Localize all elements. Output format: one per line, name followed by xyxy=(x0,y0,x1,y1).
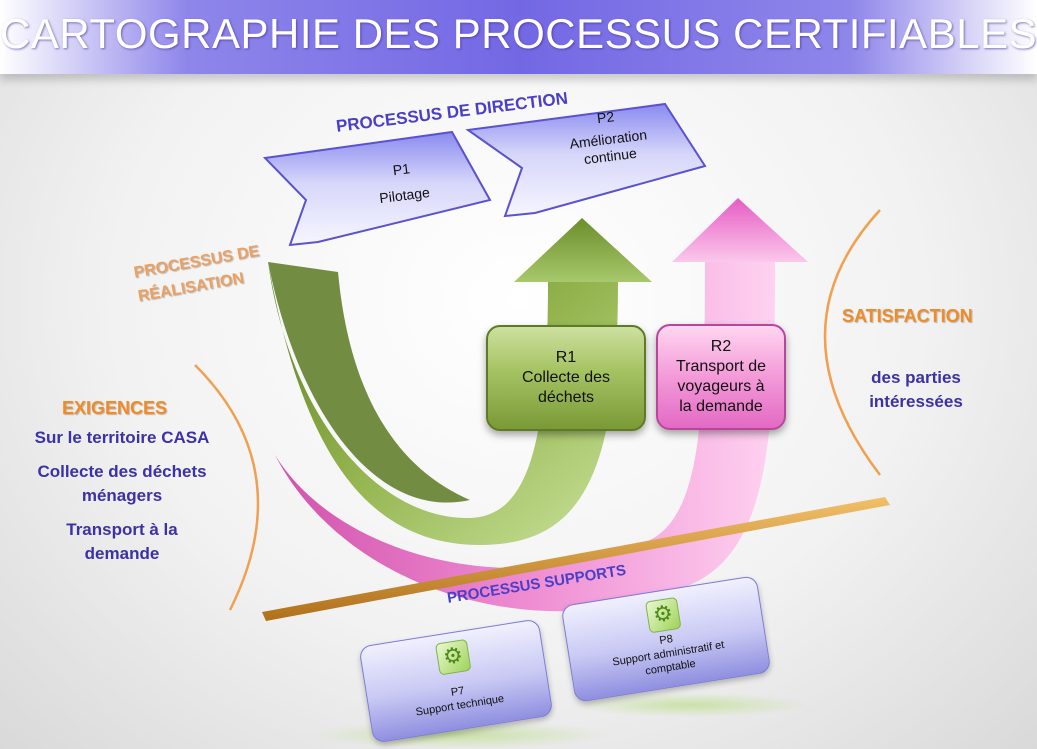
support-bar xyxy=(262,497,890,621)
r2-name-line3: la demande xyxy=(679,398,763,415)
r1-box: R1 Collecte des déchets xyxy=(486,325,646,431)
exigences-heading: EXIGENCES xyxy=(62,398,168,418)
r2-name-line2: voyageurs à xyxy=(677,378,765,395)
exigences-arc xyxy=(194,364,260,611)
satisfaction-line2: intéressées xyxy=(869,392,963,411)
title-band xyxy=(0,0,1037,74)
r1-name-line1: Collecte des xyxy=(521,369,611,386)
satisfaction-arc xyxy=(823,209,881,476)
pink-arrow-body xyxy=(275,260,775,612)
p1-label: P1 Pilotage xyxy=(370,153,436,212)
exigences-line4: Transport à la xyxy=(66,520,178,539)
green-arrow-body xyxy=(268,262,618,545)
green-arrow-head xyxy=(514,218,652,282)
pink-arrow-head xyxy=(672,198,808,262)
r2-box: R2 Transport de voyageurs à la demande xyxy=(656,324,786,430)
chevron-p2 xyxy=(465,102,707,218)
exigences-line5: demande xyxy=(84,544,160,563)
exigences-line2: Collecte des déchets xyxy=(37,462,207,481)
satisfaction-line1: des parties xyxy=(871,368,961,387)
r1-name-line2: déchets xyxy=(537,389,595,406)
gears-icon: ⚙ xyxy=(434,638,472,676)
exigences-text: Sur le territoire CASA Collecte des déch… xyxy=(14,426,230,566)
green-arrow-left-band xyxy=(268,262,470,503)
gears-icon: ⚙ xyxy=(644,596,682,634)
r1-code: R1 xyxy=(555,349,577,366)
r2-code: R2 xyxy=(710,338,732,355)
page-title: CARTOGRAPHIE DES PROCESSUS CERTIFIABLES xyxy=(0,10,1037,57)
chevron-p1 xyxy=(262,130,492,247)
exigences-line1: Sur le territoire CASA xyxy=(34,428,210,447)
exigences-line3: ménagers xyxy=(81,486,163,505)
satisfaction-text: des parties intéressées xyxy=(846,366,986,414)
r2-name-line1: Transport de xyxy=(675,358,767,375)
satisfaction-heading: SATISFACTION xyxy=(842,306,973,326)
